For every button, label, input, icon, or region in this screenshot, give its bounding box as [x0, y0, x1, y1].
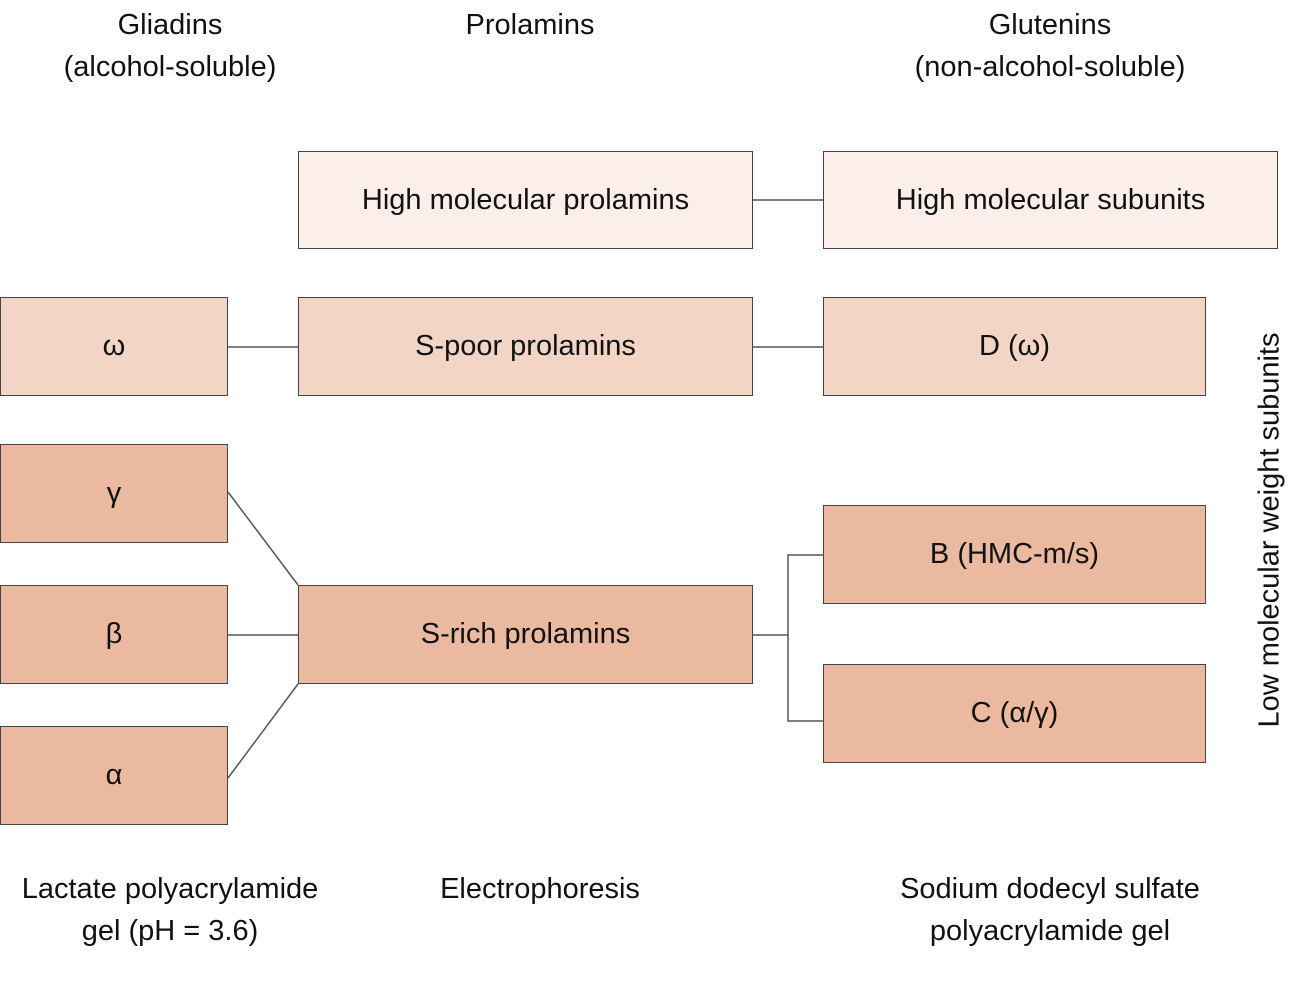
- footer-sds-line1: Sodium dodecyl sulfate: [900, 873, 1200, 905]
- footer-sds-line2: polyacrylamide gel: [929, 915, 1171, 947]
- box-s-rich-prolamins: S-rich prolamins: [298, 585, 753, 684]
- box-s-poor-prolamins-label: S-poor prolamins: [415, 330, 636, 362]
- box-beta: β: [0, 585, 228, 684]
- box-b-hmc: B (HMC-m/s): [823, 505, 1206, 604]
- box-c-alpha-gamma: C (α/γ): [823, 664, 1206, 763]
- connector-gamma-srich: [227, 491, 299, 586]
- footer-lactate: Lactate polyacrylamide gel (pH = 3.6): [0, 868, 340, 952]
- header-glutenins-subtitle: (non-alcohol-soluble): [914, 51, 1186, 83]
- box-b-hmc-label: B (HMC-m/s): [929, 538, 1100, 570]
- box-c-alpha-gamma-label: C (α/γ): [970, 697, 1059, 729]
- box-alpha: α: [0, 726, 228, 825]
- connector-branch-b-c: [787, 554, 823, 722]
- box-omega-label: ω: [102, 330, 126, 362]
- footer-electrophoresis-line1: Electrophoresis: [440, 873, 640, 905]
- footer-sds: Sodium dodecyl sulfate polyacrylamide ge…: [870, 868, 1230, 952]
- box-omega: ω: [0, 297, 228, 396]
- header-prolamins-title: Prolamins: [465, 9, 595, 41]
- header-gliadins-title: Gliadins: [117, 9, 223, 41]
- header-prolamins: Prolamins: [380, 4, 680, 46]
- box-alpha-label: α: [105, 759, 123, 791]
- box-high-molecular-prolamins-label: High molecular prolamins: [361, 183, 690, 216]
- box-gamma-label: γ: [106, 477, 122, 509]
- header-gliadins: Gliadins (alcohol-soluble): [20, 4, 320, 88]
- footer-lactate-line1: Lactate polyacrylamide: [21, 873, 319, 905]
- box-d-omega: D (ω): [823, 297, 1206, 396]
- footer-electrophoresis: Electrophoresis: [390, 868, 690, 910]
- box-high-molecular-subunits: High molecular subunits: [823, 151, 1278, 249]
- box-beta-label: β: [105, 618, 123, 650]
- header-glutenins: Glutenins (non-alcohol-soluble): [880, 4, 1220, 88]
- box-s-poor-prolamins: S-poor prolamins: [298, 297, 753, 396]
- header-glutenins-title: Glutenins: [988, 9, 1112, 41]
- box-high-molecular-subunits-label: High molecular subunits: [895, 183, 1206, 216]
- box-d-omega-label: D (ω): [979, 330, 1050, 362]
- box-high-molecular-prolamins: High molecular prolamins: [298, 151, 753, 249]
- box-gamma: γ: [0, 444, 228, 543]
- header-gliadins-subtitle: (alcohol-soluble): [63, 51, 277, 83]
- footer-lactate-line2: gel (pH = 3.6): [81, 915, 259, 947]
- box-s-rich-prolamins-label: S-rich prolamins: [420, 618, 631, 650]
- connector-alpha-srich: [227, 683, 299, 779]
- side-label-lmw-subunits: Low molecular weight subunits: [1253, 332, 1286, 728]
